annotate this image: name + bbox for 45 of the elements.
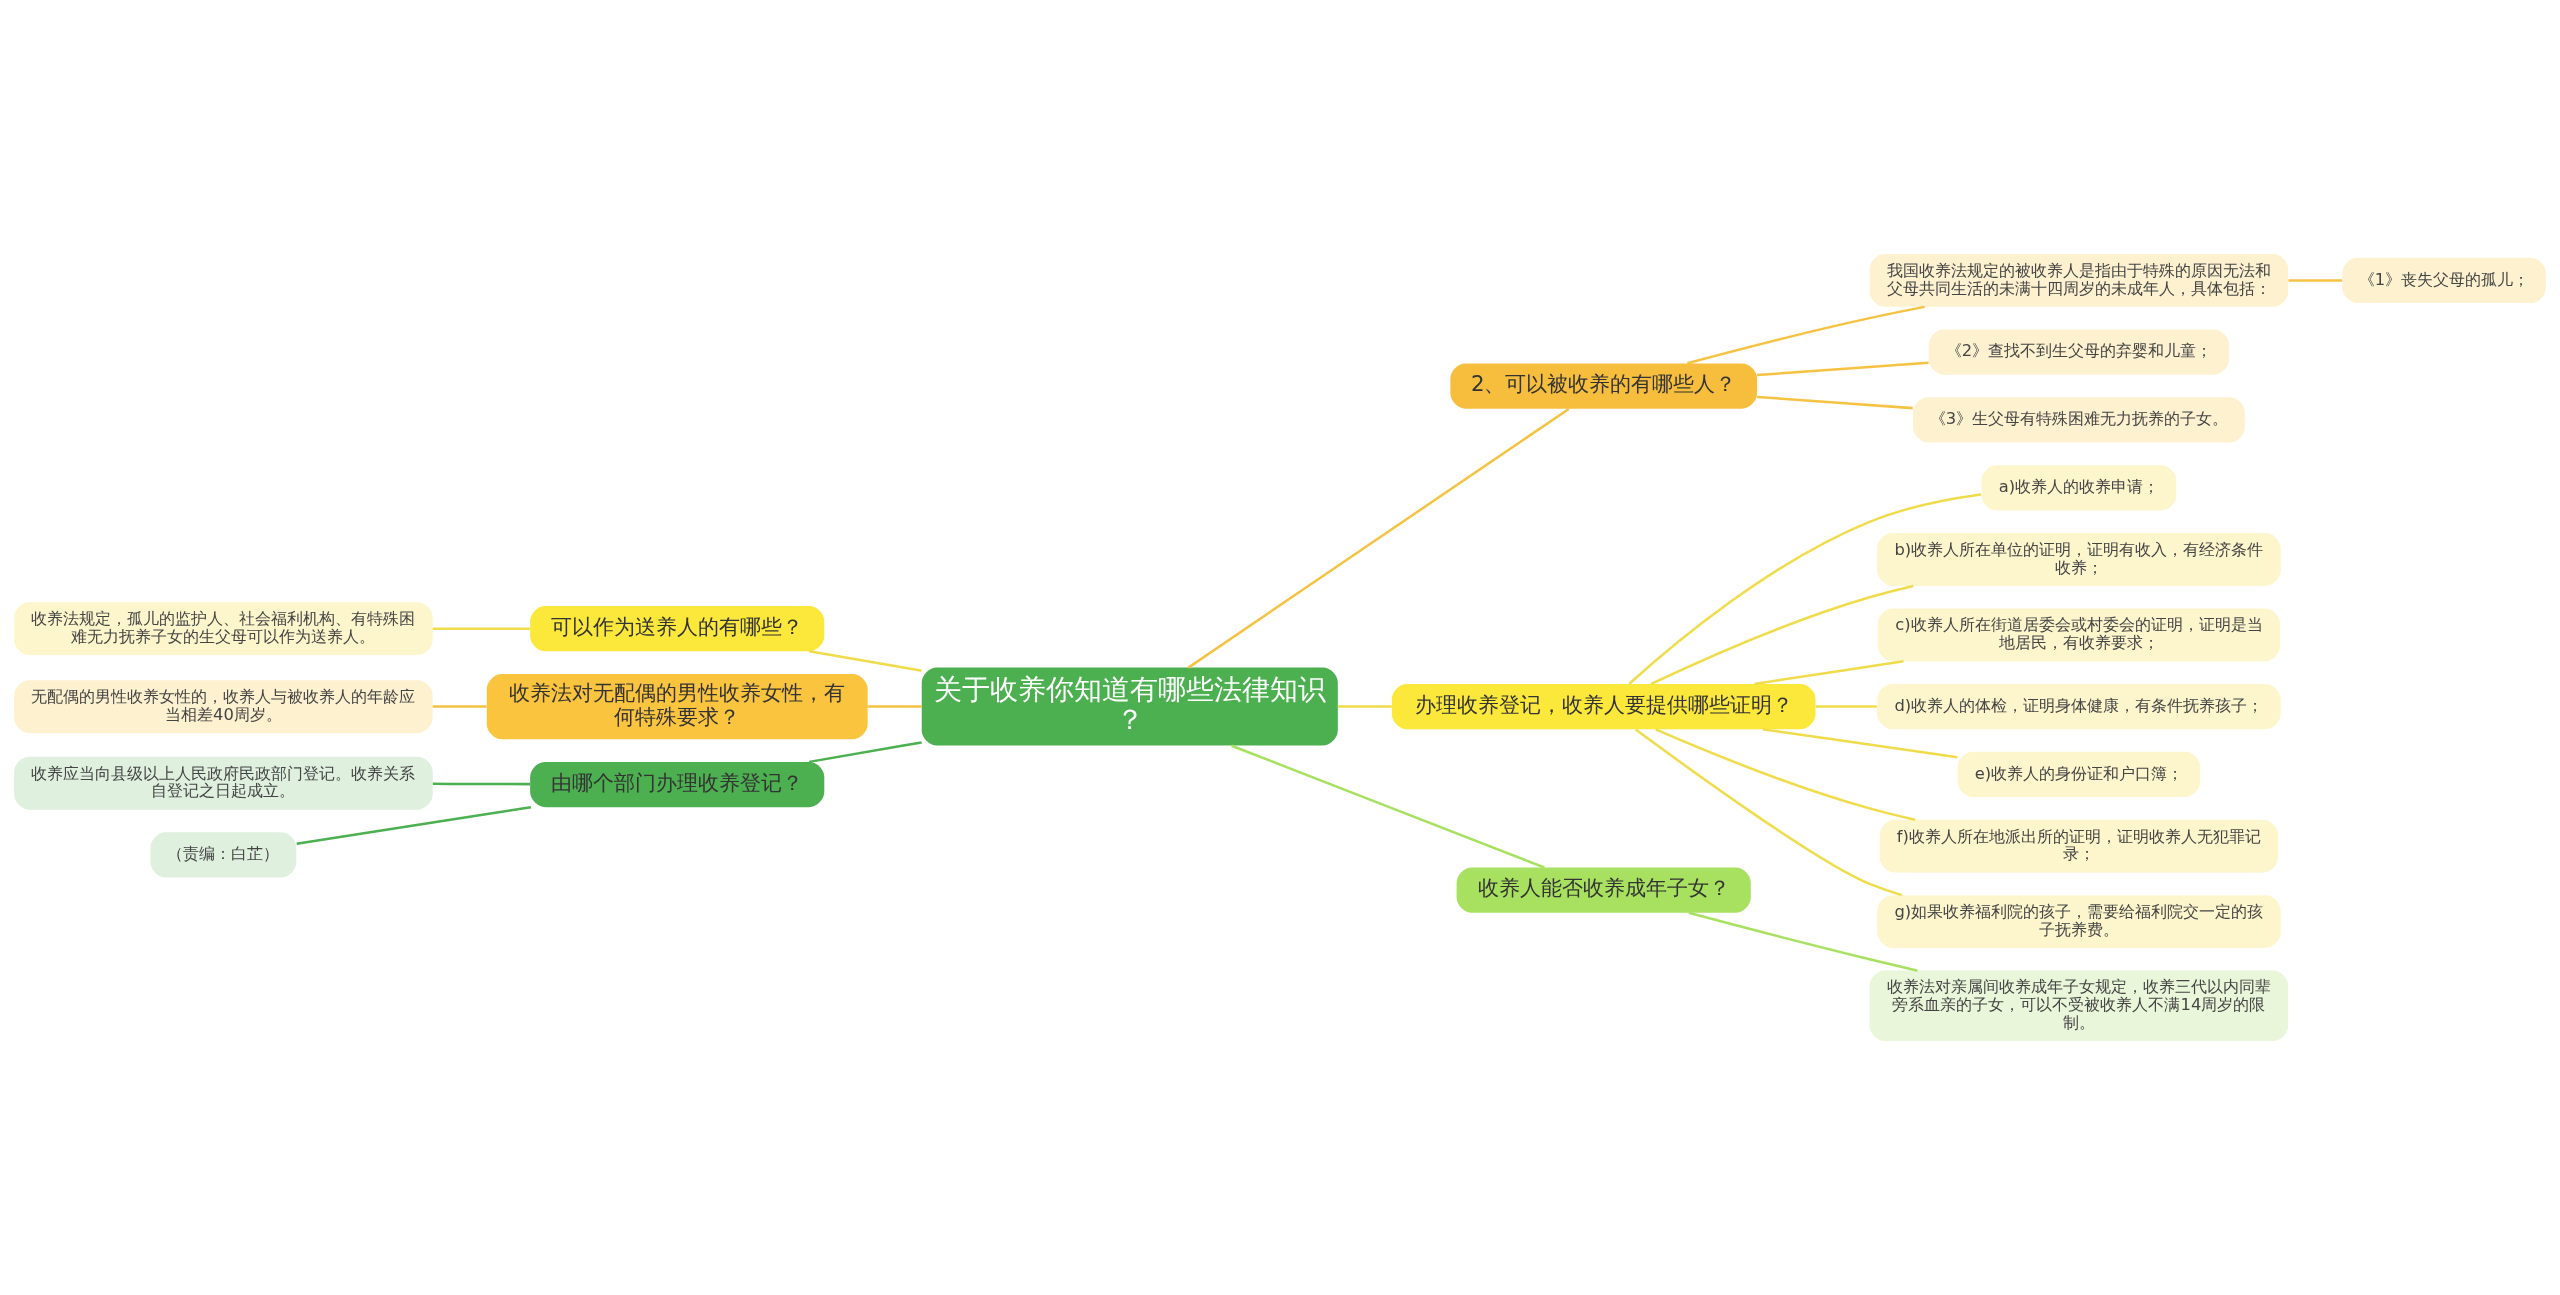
connector <box>1688 911 1918 972</box>
connector <box>1757 361 1929 377</box>
node-box: （责编：白芷） <box>150 832 297 878</box>
connector <box>1231 744 1545 869</box>
connector <box>1650 584 1914 686</box>
node-box: e)收养人的身份证和户口簿； <box>1957 751 2201 798</box>
node-box: 无配偶的男性收养女性的，收养人与被收养人的年龄应当相差40周岁。 <box>14 680 433 733</box>
node-box: 《3》生父母有特殊困难无力抚养的子女。 <box>1912 397 2245 443</box>
connector <box>1187 407 1570 669</box>
node-box: 《2》查找不到生父母的弃婴和儿童； <box>1928 329 2230 375</box>
node-box: a)收养人的收养申请； <box>1981 465 2177 511</box>
node-box: 我国收养法规定的被收养人是指由于特殊的原因无法和父母共同生活的未满十四周岁的未成年人，具体包括： <box>1869 254 2289 307</box>
node-box: f)收养人所在地派出所的证明，证明收养人无犯罪记录； <box>1879 819 2279 873</box>
node-box: 由哪个部门办理收养登记？ <box>530 761 825 808</box>
node-box: 办理收养登记，收养人要提供哪些证明？ <box>1391 683 1816 730</box>
connector <box>1628 493 1982 685</box>
node-box: 收养人能否收养成年子女？ <box>1456 867 1751 913</box>
connector <box>1762 728 1958 759</box>
connector <box>2288 279 2342 282</box>
connector <box>432 705 487 708</box>
node-box: c)收养人所在街道居委会或村委会的证明，证明是当地居民，有收养要求； <box>1877 608 2280 662</box>
node-box: d)收养人的体检，证明身体健康，有条件抚养孩子； <box>1877 683 2281 730</box>
connector <box>1634 728 1903 897</box>
connector <box>1655 728 1916 821</box>
node-box: 收养应当向县级以上人民政府民政部门登记。收养关系自登记之日起成立。 <box>14 756 433 810</box>
node-box: 收养法规定，孤儿的监护人、社会福利机构、有特殊困难无力抚养子女的生父母可以作为送养人。 <box>14 602 433 656</box>
node-box: g)如果收养福利院的孩子，需要给福利院交一定的孩子抚养费。 <box>1877 895 2281 948</box>
connector <box>867 705 922 708</box>
node-box: 收养法对无配偶的男性收养女性，有何特殊要求？ <box>486 673 868 740</box>
node-box: 《1》丧失父母的孤儿； <box>2342 257 2546 304</box>
connector <box>809 741 922 764</box>
connector <box>1815 705 1877 708</box>
connector <box>1687 305 1925 365</box>
connector <box>809 650 922 672</box>
connector <box>1754 660 1904 686</box>
connector <box>432 782 530 786</box>
connector <box>1338 705 1392 708</box>
connector <box>1757 395 1913 410</box>
connector <box>296 805 532 845</box>
node-box: 可以作为送养人的有哪些？ <box>530 606 825 652</box>
node-box: b)收养人所在单位的证明，证明有收入，有经济条件收养； <box>1877 533 2281 586</box>
connector <box>432 627 530 630</box>
node-box: 2、可以被收养的有哪些人？ <box>1450 363 1758 409</box>
node-box: 关于收养你知道有哪些法律知识？ <box>921 667 1338 746</box>
node-box: 收养法对亲属间收养成年子女规定，收养三代以内同辈旁系血亲的子女，可以不受被收养人不满14周岁的限制。 <box>1869 970 2289 1041</box>
